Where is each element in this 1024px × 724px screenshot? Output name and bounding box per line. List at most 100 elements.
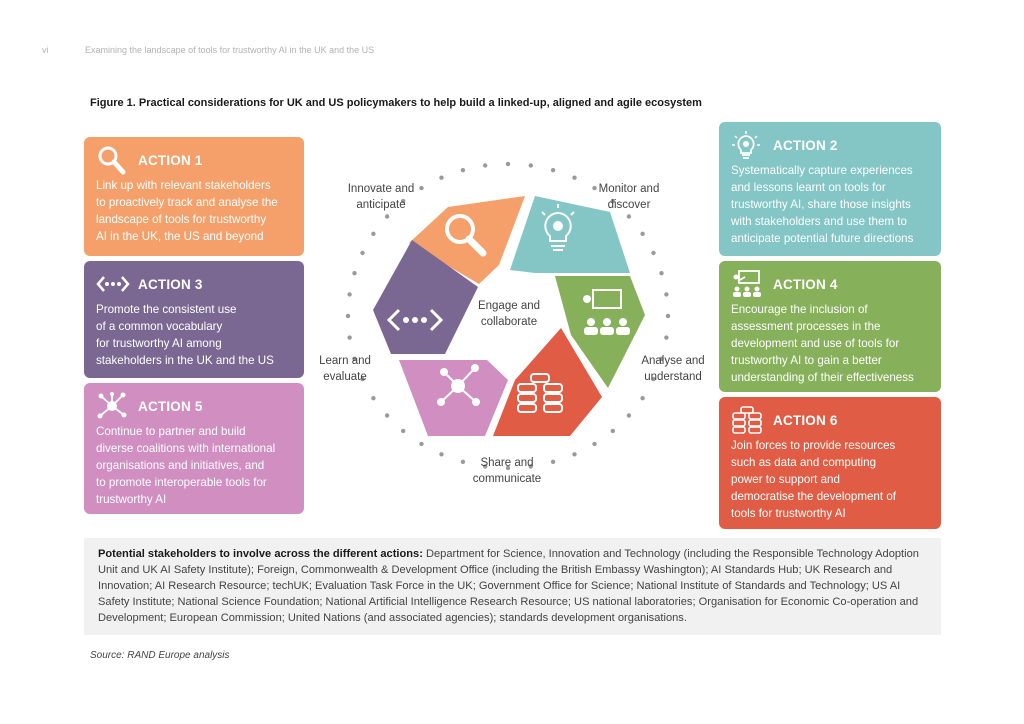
ring-dot [352,271,357,276]
ring-dot [626,214,632,219]
ring-dot [483,163,488,168]
page-number: vi [42,45,49,55]
action-5-line: organisations and initiatives, and [96,459,265,472]
ring-dot [640,396,645,401]
ring-dot [460,168,466,173]
action-5-text: Continue to partner and build diverse co… [96,423,294,508]
ring-dot [572,175,577,180]
ring-dot [659,271,664,276]
ring-dot [664,292,669,297]
action-6-line: such as data and computing [731,456,877,469]
action-1-title: ACTION 1 [138,152,203,168]
action-2-title: ACTION 2 [773,137,838,153]
action-1-text: Link up with relevant stakeholders to pr… [96,177,294,245]
ring-dot [347,335,352,340]
running-title: Examining the landscape of tools for tru… [85,45,375,55]
segment-monitor [510,196,630,273]
ring-dot [439,452,444,457]
ring-dot [550,168,556,173]
label-learn-line: Learn and [319,355,371,367]
label-innovate-line: anticipate [356,199,406,211]
ring-dot [665,313,671,319]
ring-dot [483,464,488,469]
action-1-line: to proactively track and analyse the [96,196,278,209]
presentation-icon [731,269,765,299]
code-arrows-icon [386,308,444,332]
ring-dot [401,428,406,434]
ring-dot [528,163,533,168]
lightbulb-gear-icon [541,204,575,251]
code-arrows-icon [96,269,130,299]
stakeholders-label: Potential stakeholders to involve across… [98,548,423,560]
action-2-card: ACTION 2 Systematically capture experien… [719,122,941,256]
action-3-text: Promote the consistent use of a common v… [96,301,294,369]
label-innovate: Innovate and anticipate [335,181,427,213]
ring-dot [360,250,365,256]
ring-dot [528,464,533,469]
ring-dot [419,441,424,447]
label-share-line: Share and [480,457,534,469]
network-icon [96,391,130,421]
segment-evaluate [373,240,478,354]
ring-dot [347,292,352,297]
action-6-line: power to support and [731,473,840,486]
ring-dot [345,313,351,319]
action-4-line: assessment processes in the [731,320,881,333]
figure-title: Figure 1. Practical considerations for U… [90,97,702,109]
ring-dot [550,459,556,464]
ecosystem-diagram: Engage and collaborate Innovate and anti… [305,140,719,500]
action-3-line: Promote the consistent use [96,303,237,316]
action-4-line: development and use of tools for [731,337,900,350]
action-2-line: with stakeholders and use them to [731,215,907,228]
action-4-card: ACTION 4 Encourage the inclusion of asse… [719,261,941,392]
action-5-line: to promote interoperable tools for [96,476,267,489]
action-5-line: diverse coalitions with international [96,442,276,455]
stakeholders-box: Potential stakeholders to involve across… [84,538,941,635]
ring-dot [610,198,615,204]
label-analyse-line: understand [644,371,702,383]
ring-dot [439,175,444,180]
ring-dot [384,214,390,219]
ring-dot [419,185,424,191]
ring-dot [572,452,577,457]
ring-dot [651,376,656,382]
action-3-line: of a common vocabulary [96,320,223,333]
action-4-line: trustworthy AI to gain a better [731,354,882,367]
label-engage: Engage and collaborate [463,298,555,330]
ring-dot [664,335,669,340]
label-learn: Learn and evaluate [305,353,385,385]
magnifier-icon [96,145,130,175]
action-5-card: ACTION 5 Continue to partner and build d… [84,383,304,514]
ring-dot [505,161,511,167]
magnifier-icon [445,214,487,257]
lightbulb-gear-icon [731,130,765,160]
label-engage-line: Engage and [477,300,541,312]
ring-dot [371,231,376,236]
ring-dot [460,459,466,464]
ring-dot [371,396,376,401]
action-2-line: Systematically capture experiences [731,164,913,177]
action-1-line: AI in the UK, the US and beyond [96,230,264,243]
ring-dot [626,413,632,418]
ring-dot [360,376,365,382]
action-4-title: ACTION 4 [773,276,838,292]
network-icon [437,364,480,406]
action-3-card: ACTION 3 Promote the consistent use of a… [84,261,304,378]
ring-dot [640,231,645,236]
action-1-card: ACTION 1 Link up with relevant stakehold… [84,137,304,256]
hexagon-wheel [345,161,671,471]
action-4-line: understanding of their effectiveness [731,371,914,384]
action-6-line: Join forces to provide resources [731,439,896,452]
action-2-line: trustworthy AI, share those insights [731,198,911,211]
source-note: Source: RAND Europe analysis [90,650,230,661]
label-share-line: communicate [472,473,542,485]
database-icon [517,373,563,413]
label-share: Share and communicate [461,455,553,487]
action-6-line: democratise the development of [731,490,896,503]
presentation-icon [583,289,630,335]
ring-dot [659,356,664,361]
label-innovate-line: Innovate and [347,183,415,195]
segment-learn [399,360,508,436]
ring-dot [610,428,615,434]
label-monitor-line: discover [607,199,651,211]
